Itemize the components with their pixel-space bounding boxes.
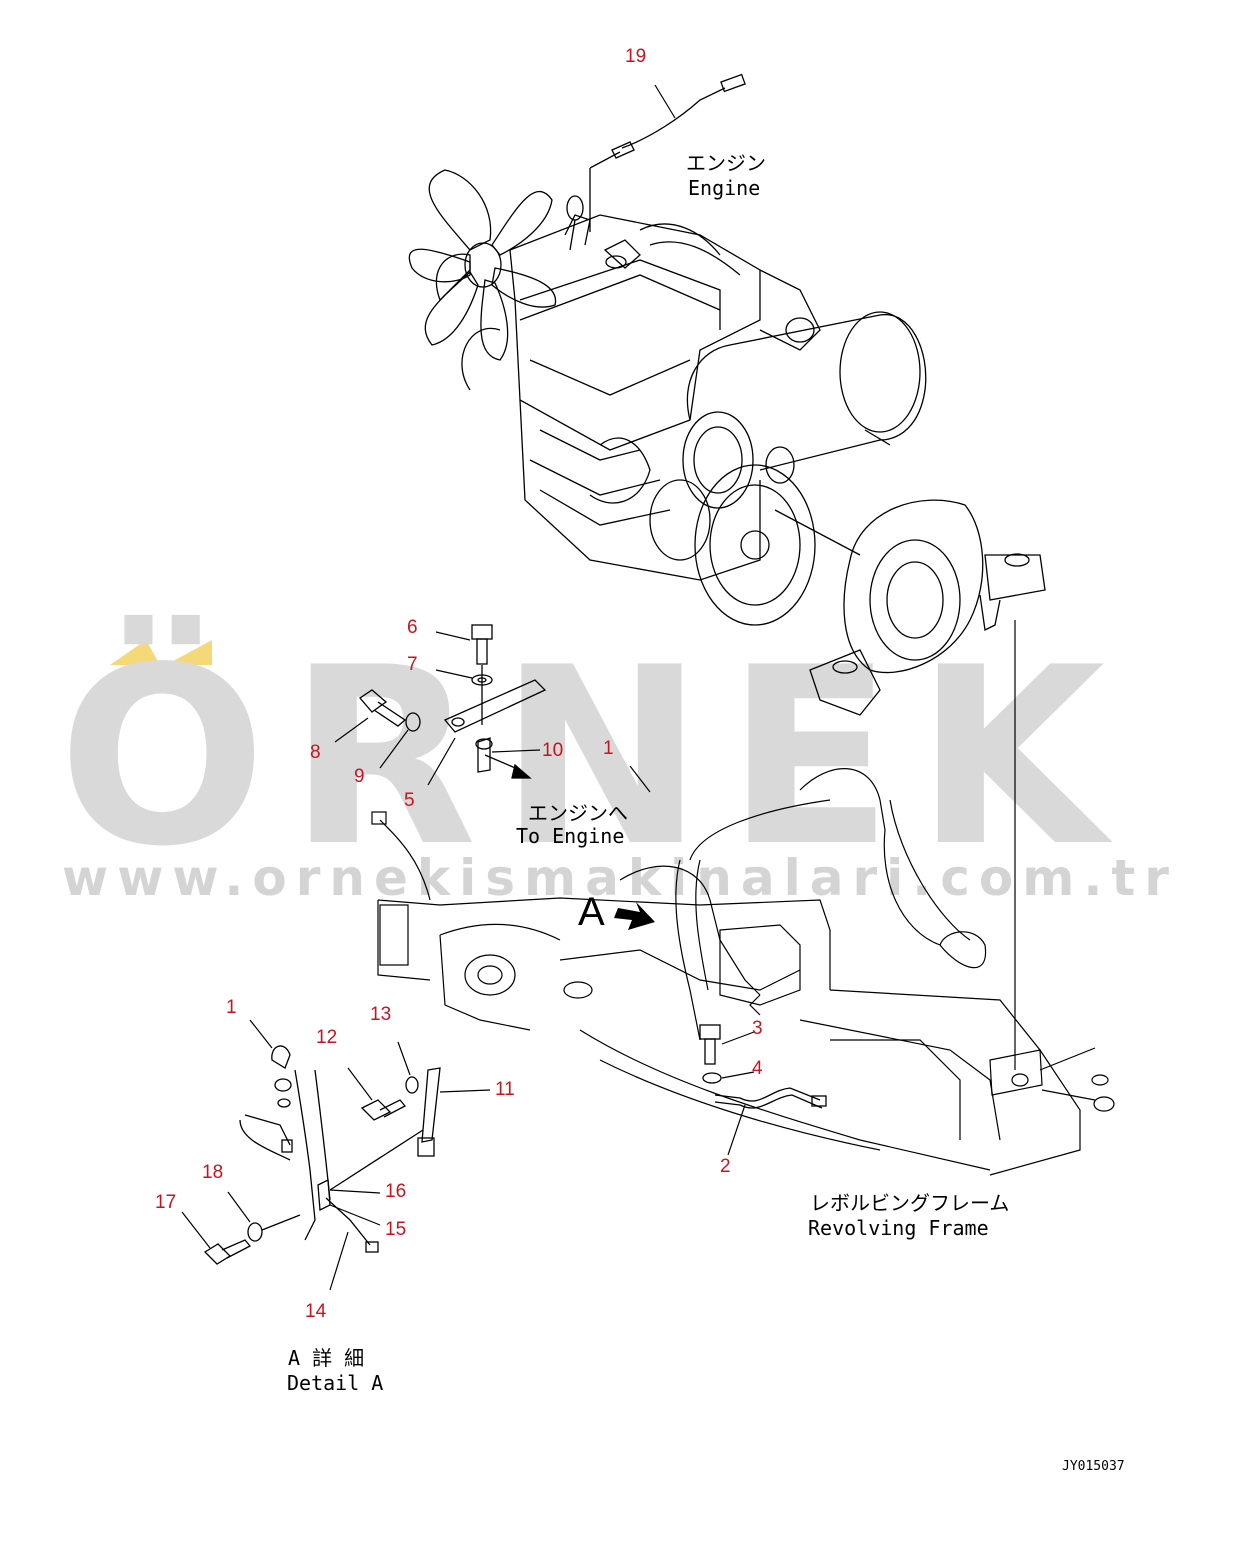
view-a-arrow <box>614 902 655 930</box>
label-to-engine-en: To Engine <box>516 824 624 848</box>
label-detail-en: Detail A <box>287 1371 383 1395</box>
flywheel <box>589 437 816 626</box>
engine-block <box>461 195 821 581</box>
watermark-accent-left <box>110 640 160 665</box>
flywheel-housing <box>774 499 1046 716</box>
label-to-engine-jp: エンジンへ <box>528 801 628 825</box>
callout-17: 17 <box>155 1192 176 1213</box>
callout-9: 9 <box>354 766 365 787</box>
detail-a-parts <box>203 1045 441 1265</box>
leader-lines <box>181 84 755 1291</box>
callout-19: 19 <box>625 46 646 67</box>
label-detail-jp: A 詳 細 <box>288 1346 364 1370</box>
callout-16: 16 <box>385 1181 406 1202</box>
engine-bracket-parts <box>359 624 547 779</box>
callout-numbers: 19 6 7 8 9 10 5 1 1 12 13 11 3 4 2 16 15… <box>155 46 763 1322</box>
revolving-frame <box>371 620 1115 1176</box>
watermark-url: www.ornekismakinalari.com.tr <box>62 849 1178 907</box>
callout-6: 6 <box>407 617 418 638</box>
callout-2: 2 <box>720 1156 731 1177</box>
callout-7: 7 <box>407 654 418 675</box>
callout-13: 13 <box>370 1004 391 1025</box>
callout-12: 12 <box>316 1027 337 1048</box>
muffler <box>682 311 927 509</box>
callout-14: 14 <box>305 1301 327 1322</box>
label-engine-jp: エンジン <box>686 151 766 175</box>
callout-1-upper: 1 <box>603 738 614 759</box>
cable-parts <box>699 1024 827 1109</box>
label-frame-jp: レボルビングフレーム <box>810 1191 1009 1215</box>
callout-4: 4 <box>752 1058 763 1079</box>
callout-18: 18 <box>202 1162 223 1183</box>
callout-11: 11 <box>495 1079 515 1100</box>
callout-8: 8 <box>310 742 321 763</box>
drawing-id: JY015037 <box>1062 1459 1125 1474</box>
callout-10: 10 <box>542 740 563 761</box>
text-labels: エンジン Engine エンジンへ To Engine レボルビングフレーム R… <box>287 151 1125 1474</box>
cooling-fan <box>408 169 557 361</box>
label-engine-en: Engine <box>688 176 760 200</box>
watermark-accent-right <box>166 640 212 665</box>
watermark: ÖRNEK www.ornekismakinalari.com.tr <box>58 614 1178 907</box>
callout-5: 5 <box>404 790 415 811</box>
engine-illustration <box>408 169 1046 716</box>
callout-15: 15 <box>385 1219 406 1240</box>
watermark-brand: ÖRNEK <box>58 614 1127 900</box>
callout-3: 3 <box>752 1018 763 1039</box>
sensor-part-19 <box>589 73 746 232</box>
view-a-label: A <box>578 890 605 934</box>
label-frame-en: Revolving Frame <box>808 1216 989 1240</box>
callout-1-detail: 1 <box>226 997 237 1018</box>
